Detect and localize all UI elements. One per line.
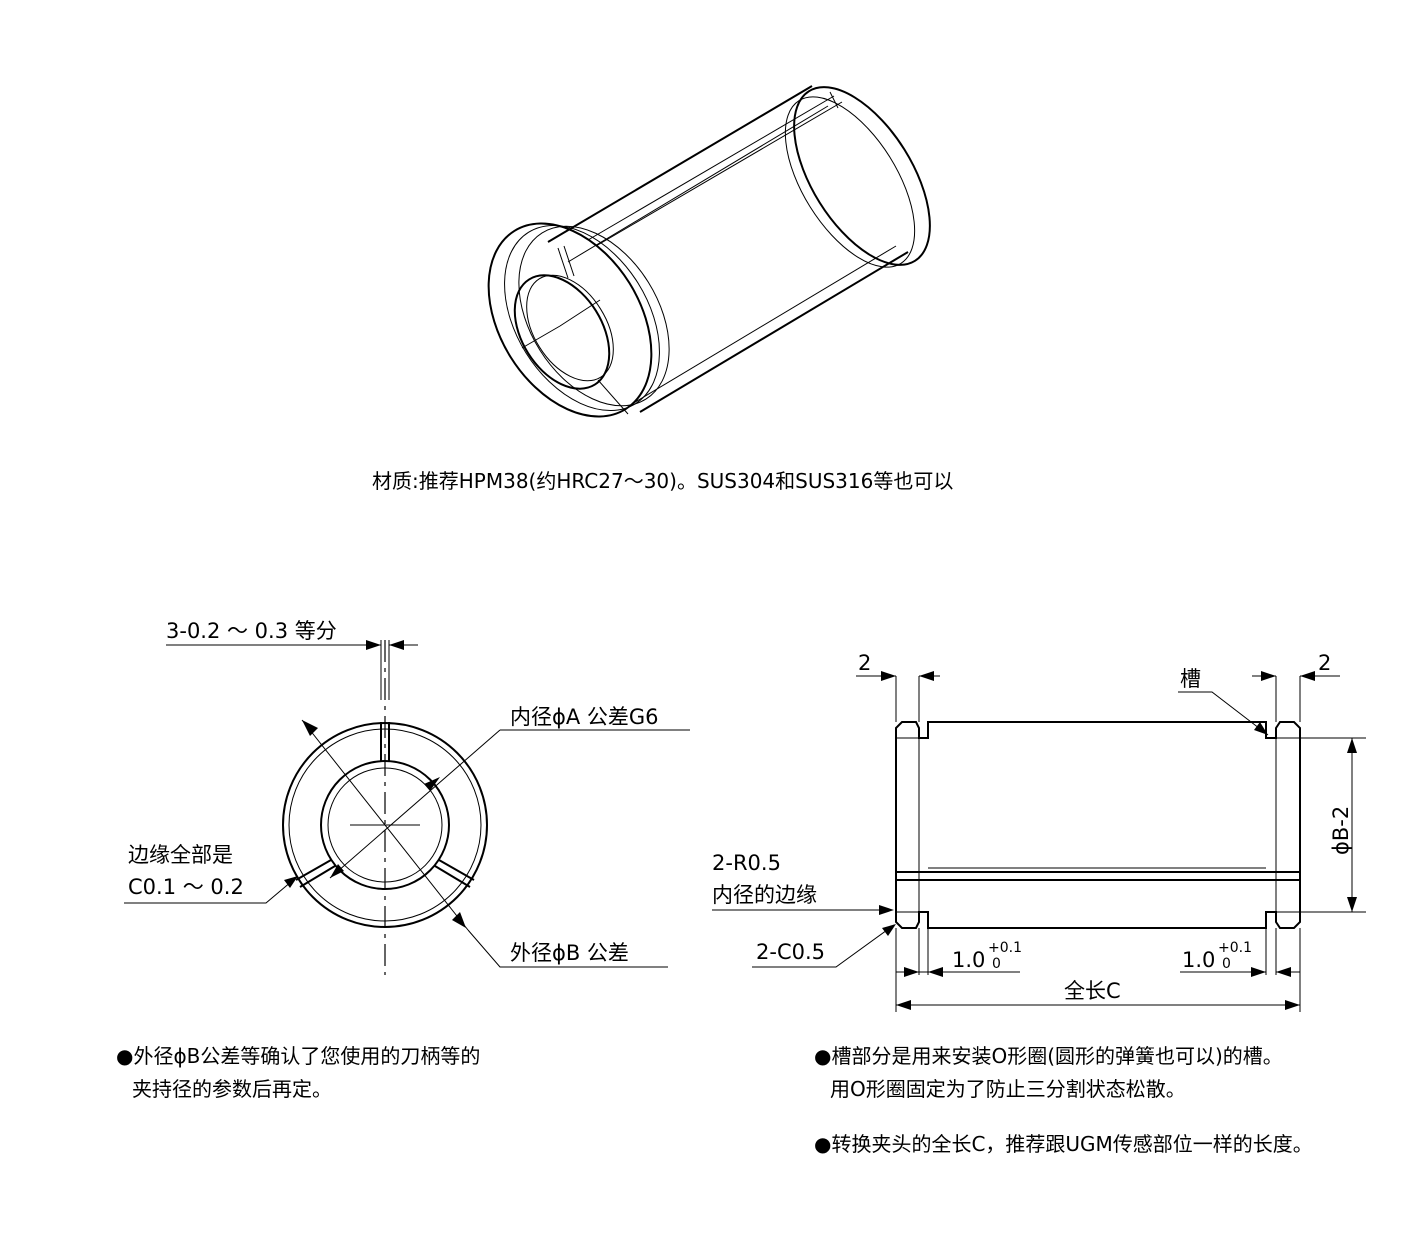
material-note: 材质:推荐HPM38(约HRC27～30)。SUS304和SUS316等也可以 (372, 469, 953, 493)
arrow (896, 1000, 911, 1010)
arrow (330, 864, 344, 878)
slit-left (295, 859, 336, 888)
right-note-line1: ●槽部分是用来安装O形圈(圆形的弹簧也可以)的槽。 (814, 1044, 1283, 1068)
side-outline (895, 721, 1301, 929)
ext-lines (895, 928, 1301, 1012)
arrow (881, 671, 896, 681)
arrow (302, 720, 318, 736)
groove-label: 槽 (1180, 667, 1201, 691)
arrow (1251, 967, 1266, 977)
front-slit-bottom (597, 379, 629, 415)
chamfer-leader (752, 924, 895, 968)
outer-dim-label: ϕB-2 (1329, 806, 1353, 855)
edge-label-line1: 边缘全部是 (128, 843, 233, 867)
inner-dia-label: 内径ϕA 公差G6 (510, 705, 659, 729)
arrow (1347, 738, 1357, 753)
inner-dia-diagonal (329, 729, 501, 879)
front-view: 3-0.2 ～ 0.3 等分 内径ϕA 公差G6 边缘全部是 C0.1 ～ 0.… (124, 619, 690, 975)
arrow (1285, 1000, 1300, 1010)
top-slit-line (587, 95, 835, 241)
bore-ellipse (513, 274, 611, 390)
arrow (389, 640, 404, 650)
arrow (1261, 671, 1276, 681)
chamfer-label: 2-C0.5 (756, 940, 825, 964)
tol-upper-right: +0.1 (1218, 940, 1252, 956)
right-note-line3: ●转换夹头的全长C，推荐跟UGM传感部位一样的长度。 (814, 1132, 1313, 1156)
radius-line2: 内径的边缘 (712, 883, 817, 907)
ext-lines (1275, 676, 1301, 722)
tol-upper-left: +0.1 (988, 940, 1022, 956)
groove-left-width: 2 (858, 651, 871, 675)
bore-circle (320, 760, 450, 890)
ext-lines (927, 928, 1267, 975)
groove-depth-left: 1.0 (952, 948, 985, 972)
slit-top (380, 722, 390, 762)
bore-inner-ellipse (526, 274, 614, 382)
arrow (1254, 722, 1268, 735)
body-bottom-edge (639, 251, 909, 413)
ext-lines (895, 676, 920, 722)
arrow (919, 671, 934, 681)
bottom-slit-line (631, 245, 897, 405)
arrow (1276, 967, 1291, 977)
right-note-line2: 用O形圈固定为了防止三分割状态松散。 (830, 1077, 1186, 1101)
slit-label: 3-0.2 ～ 0.3 等分 (166, 619, 337, 643)
bore-chamfer-circle (327, 767, 443, 883)
radius-line1: 2-R0.5 (712, 851, 781, 875)
outer-chamfer-circle (288, 728, 482, 922)
arrow (366, 640, 381, 650)
slit-right (434, 859, 475, 888)
groove-depth-right: 1.0 (1182, 948, 1215, 972)
front-end-ellipse (487, 222, 653, 418)
arrow (424, 777, 440, 791)
arrow (882, 924, 896, 936)
front-slit-top-2 (563, 245, 575, 277)
body-top-line (567, 105, 829, 263)
front-slit-top (557, 247, 569, 279)
left-note-line1: ●外径ϕB公差等确认了您使用的刀柄等的 (116, 1044, 481, 1068)
arrow (452, 912, 466, 928)
arrow (879, 905, 894, 915)
arrow (284, 876, 298, 888)
outer-dia-diagonal (301, 719, 469, 931)
tol-lower-left: 0 (992, 956, 1001, 972)
left-note-line2: 夹持径的参数后再定。 (132, 1077, 332, 1101)
groove-edges (896, 737, 1300, 913)
total-length-label: 全长C (1064, 979, 1121, 1003)
groove-right-width: 2 (1318, 651, 1331, 675)
groove-walls (918, 728, 1277, 922)
slit-extension-lines (380, 640, 390, 700)
outer-dia-label: 外径ϕB 公差 (510, 941, 629, 965)
top-slit-line-2 (595, 101, 843, 247)
ext-lines (1300, 737, 1366, 913)
left-note: ●外径ϕB公差等确认了您使用的刀柄等的 夹持径的参数后再定。 (116, 1040, 480, 1106)
back-end-ellipse (793, 86, 931, 266)
groove-leader (1178, 691, 1269, 736)
isometric-collet-view (487, 85, 931, 418)
front-groove-ellipse-2 (518, 225, 670, 407)
back-slit (829, 91, 839, 109)
edge-label-line2: C0.1 ～ 0.2 (128, 875, 244, 899)
outer-dia-leader (467, 929, 668, 968)
front-groove-ellipse (504, 224, 660, 412)
front-slit-left (521, 299, 601, 349)
outer-circle (282, 722, 488, 928)
back-ring-ellipse (784, 96, 916, 268)
edge-leader (124, 875, 299, 904)
right-note: ●槽部分是用来安装O形圈(圆形的弹簧也可以)的槽。 用O形圈固定为了防止三分割状… (814, 1040, 1313, 1161)
body-top-edge (547, 85, 813, 243)
arrow (1347, 897, 1357, 912)
tol-lower-right: 0 (1222, 956, 1231, 972)
arrow (928, 967, 943, 977)
arrow (904, 967, 919, 977)
arrow (1300, 671, 1315, 681)
side-view: 2 2 槽 ϕB-2 2-R0.5 内径的边缘 2-C0.5 1.0 +0 (712, 651, 1366, 1012)
